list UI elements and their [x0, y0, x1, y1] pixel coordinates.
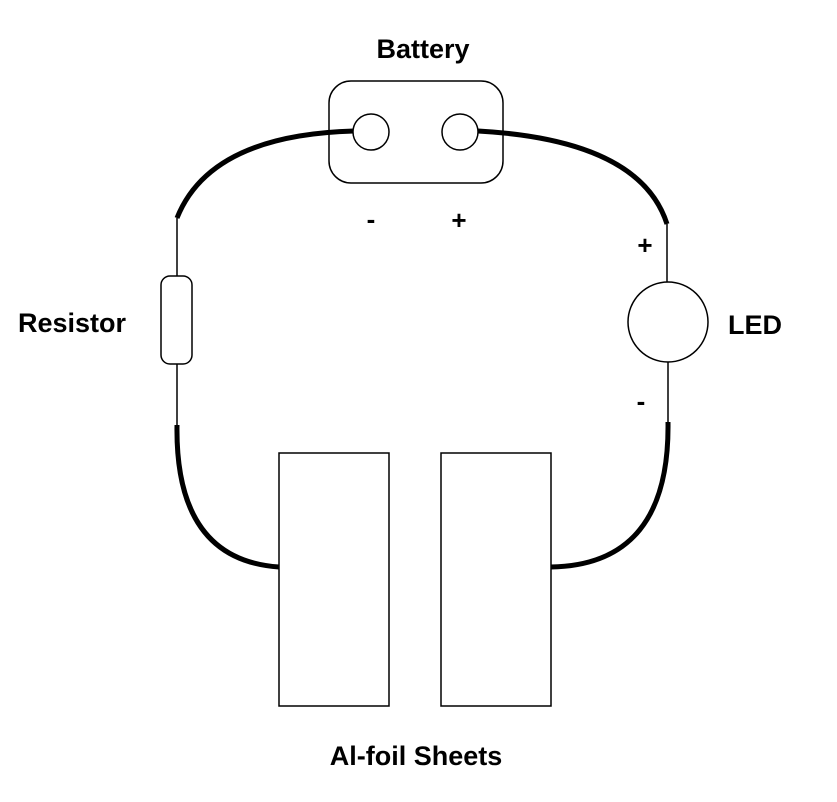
battery-positive-sign: +	[451, 205, 466, 235]
wire-resistor-sheet	[174, 424, 280, 570]
led-positive-sign: +	[637, 230, 652, 260]
led-negative-sign: -	[637, 386, 646, 416]
sheets-label: Al-foil Sheets	[330, 741, 503, 771]
foil-sheet-right	[440, 452, 552, 707]
wire-led-sheet	[550, 421, 671, 570]
resistor-body	[160, 275, 193, 365]
battery-label: Battery	[376, 34, 469, 64]
led-label: LED	[728, 310, 782, 340]
wire-battery-led	[477, 128, 670, 225]
led-body	[627, 281, 709, 363]
battery-positive-terminal	[441, 113, 479, 151]
foil-sheet-left	[278, 452, 390, 707]
resistor-label: Resistor	[18, 308, 127, 338]
battery-negative-terminal	[352, 113, 390, 151]
battery-negative-sign: -	[367, 204, 376, 234]
wire-battery-resistor	[174, 128, 355, 219]
